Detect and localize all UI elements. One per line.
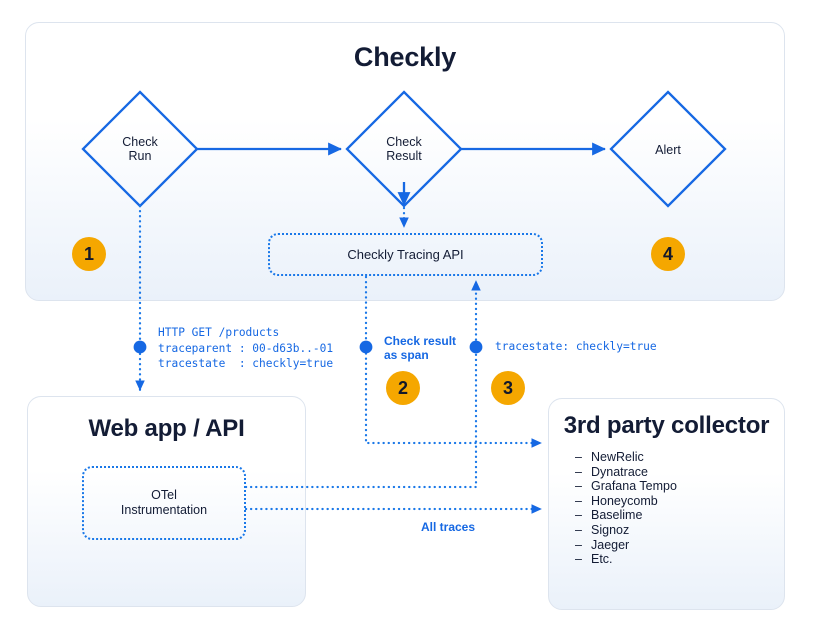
- panel-collector: [548, 398, 785, 610]
- list-bullet-dash: –: [575, 493, 582, 508]
- collector-list-item-label: Dynatrace: [591, 464, 648, 479]
- badge-step-1: 1: [72, 237, 106, 271]
- list-bullet-dash: –: [575, 537, 582, 552]
- annotation-all-traces: All traces: [421, 520, 476, 534]
- list-bullet-dash: –: [575, 522, 582, 537]
- list-bullet-dash: –: [575, 508, 582, 523]
- collector-list-item-label: NewRelic: [591, 450, 644, 464]
- collector-list-item-label: Honeycomb: [591, 493, 658, 508]
- node-label-check-run: Check Run: [122, 135, 158, 163]
- panel-title-checkly: Checkly: [353, 42, 457, 72]
- collector-list-item: –Grafana Tempo: [575, 479, 775, 494]
- badge-step-3: 3: [491, 371, 525, 405]
- collector-list-item: –Honeycomb: [575, 494, 775, 509]
- list-bullet-dash: –: [575, 450, 582, 464]
- list-bullet-dash: –: [575, 479, 582, 494]
- collector-list-item-label: Jaeger: [591, 537, 630, 552]
- node-label-check-result: Check Result: [386, 135, 422, 163]
- collector-list-item: –Baselime: [575, 508, 775, 523]
- collector-list-item: –NewRelic: [575, 450, 775, 465]
- panel-title-collector: 3rd party collector: [563, 412, 770, 439]
- box-otel-instrumentation[interactable]: OTel Instrumentation: [82, 466, 246, 540]
- annotation-tracestate: tracestate: checkly=true: [495, 340, 657, 353]
- collector-list-item-label: Etc.: [591, 552, 613, 567]
- collector-list-item: –Jaeger: [575, 538, 775, 553]
- collector-list-item-label: Grafana Tempo: [591, 479, 677, 494]
- badge-step-2: 2: [386, 371, 420, 405]
- list-bullet-dash: –: [575, 552, 582, 567]
- dot-request-headers: [133, 340, 147, 354]
- annotation-check-result-as-span: Check result as span: [384, 334, 457, 362]
- list-bullet-dash: –: [575, 464, 582, 479]
- node-label-alert: Alert: [655, 143, 681, 157]
- box-checkly-tracing-api[interactable]: Checkly Tracing API: [268, 233, 543, 276]
- panel-title-webapp: Web app / API: [88, 415, 245, 442]
- collector-list-item: –Signoz: [575, 523, 775, 538]
- collector-list-item-label: Baselime: [591, 508, 643, 523]
- collector-list-item: –Dynatrace: [575, 465, 775, 480]
- collector-item-list: –NewRelic–Dynatrace–Grafana Tempo–Honeyc…: [575, 450, 775, 567]
- collector-list-item-label: Signoz: [591, 522, 630, 537]
- dot-tracestate: [469, 340, 483, 354]
- dot-check-result-span: [359, 340, 373, 354]
- badge-step-4: 4: [651, 237, 685, 271]
- annotation-request-headers: HTTP GET /products traceparent : 00-d63b…: [158, 326, 334, 370]
- collector-list-item: –Etc.: [575, 552, 775, 567]
